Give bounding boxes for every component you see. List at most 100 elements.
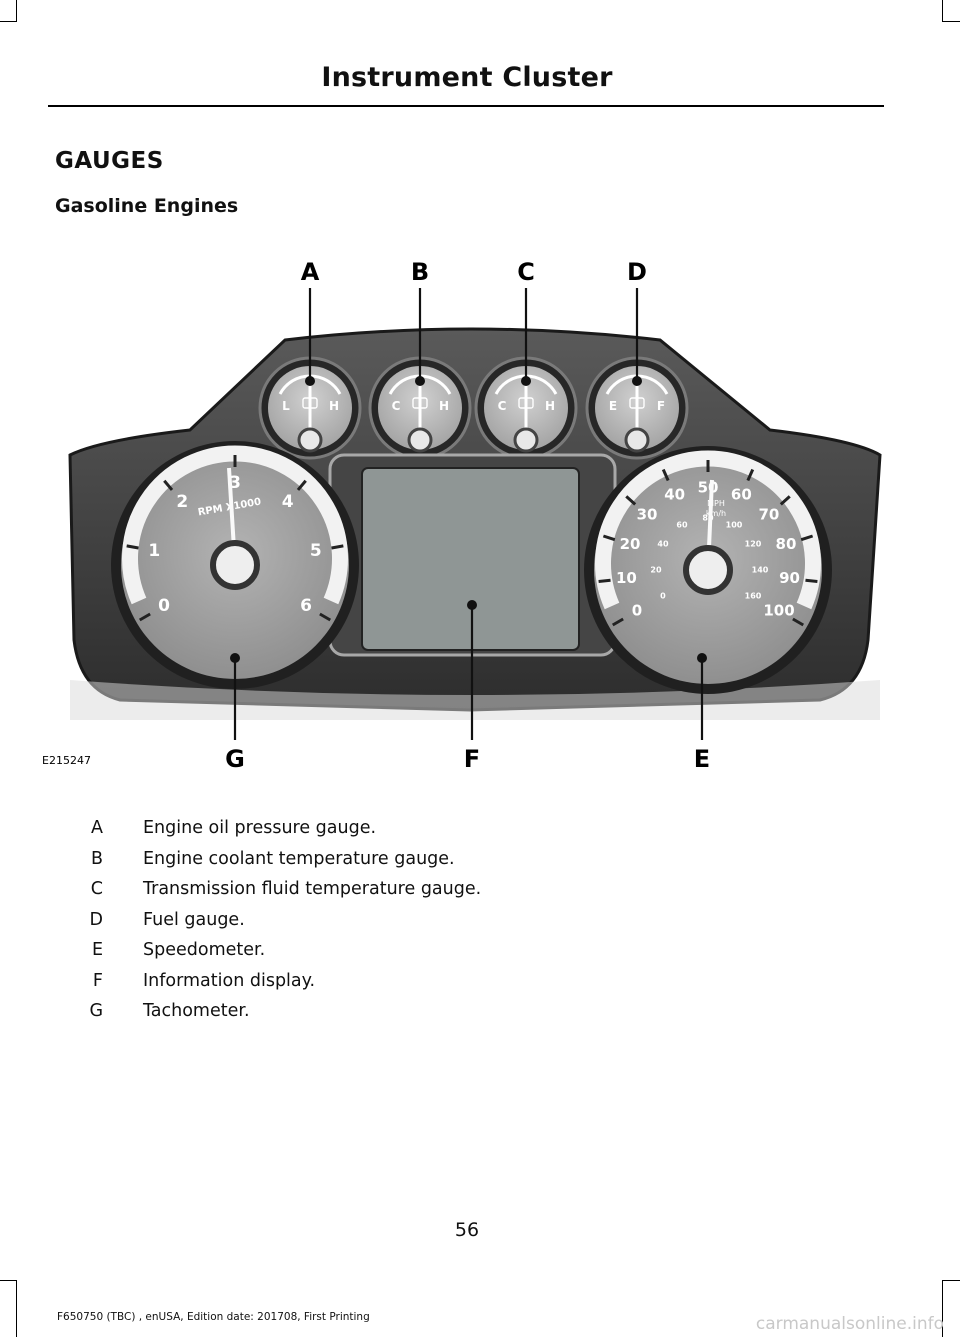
leader-dot-f bbox=[467, 600, 477, 610]
legend-description: Tachometer. bbox=[143, 1001, 250, 1021]
speedometer-mph-tick-label: 90 bbox=[779, 569, 800, 587]
speedometer-mph-tick-label: 40 bbox=[664, 486, 685, 504]
small-gauge-hub bbox=[513, 427, 539, 453]
crop-mark bbox=[942, 1280, 943, 1337]
speedometer-hub bbox=[683, 545, 733, 595]
callout-f: F bbox=[464, 745, 480, 773]
cluster-shadow bbox=[70, 680, 880, 720]
speedometer-tick bbox=[598, 578, 611, 583]
tachometer-tick bbox=[319, 612, 332, 622]
speedometer-mph-tick-label: 50 bbox=[698, 479, 719, 497]
speedometer-mph-tick-label: 100 bbox=[763, 602, 794, 620]
speedometer-tick bbox=[800, 534, 814, 542]
legend-description: Information display. bbox=[143, 970, 316, 991]
legend-key: B bbox=[90, 848, 103, 869]
leader-dot-c bbox=[521, 376, 531, 386]
page-header-title: Instrument Cluster bbox=[321, 62, 613, 93]
legend-key: F bbox=[92, 970, 103, 991]
tachometer-tick bbox=[138, 612, 151, 622]
small-gauge-max-label: F bbox=[657, 399, 665, 413]
leader-dot-a bbox=[305, 376, 315, 386]
section-title: GAUGES bbox=[55, 148, 164, 174]
speedometer-kmh-label: km/h bbox=[706, 509, 726, 518]
information-display bbox=[361, 467, 580, 651]
speedometer-arc bbox=[595, 450, 821, 610]
tachometer-tick-label: 6 bbox=[300, 596, 312, 616]
crop-mark bbox=[942, 1280, 960, 1281]
tachometer-tick-label: 3 bbox=[229, 473, 241, 493]
tachometer-hub bbox=[210, 540, 260, 590]
page-footer: F650750 (TBC) , enUSA, Edition date: 201… bbox=[57, 1311, 370, 1323]
small-gauge-max-label: H bbox=[439, 399, 449, 413]
legend-key: D bbox=[89, 909, 103, 930]
legend-description: Speedometer. bbox=[143, 940, 266, 960]
small-gauge-min-label: C bbox=[498, 399, 507, 413]
crop-mark bbox=[942, 21, 960, 22]
crop-mark bbox=[0, 21, 17, 22]
leader-dot-g bbox=[230, 653, 240, 663]
small-gauge-max-label: H bbox=[329, 399, 339, 413]
speedometer-tick bbox=[602, 534, 616, 542]
speedometer-kmh-tick-label: 0 bbox=[660, 592, 666, 601]
small-gauge-max-label: H bbox=[545, 399, 555, 413]
speedometer-mph-tick-label: 70 bbox=[759, 506, 780, 524]
tachometer-tick bbox=[331, 544, 344, 550]
figure-legend: A Engine oil pressure gauge. B Engine co… bbox=[55, 818, 755, 1032]
callout-c: C bbox=[517, 258, 535, 286]
callout-g: G bbox=[225, 745, 245, 773]
callout-a: A bbox=[301, 258, 320, 286]
speedometer-tick bbox=[792, 617, 805, 627]
speedometer-tick bbox=[625, 495, 637, 506]
legend-description: Fuel gauge. bbox=[143, 909, 245, 930]
tachometer-tick-label: 2 bbox=[176, 492, 188, 512]
watermark: carmanualsonline.info bbox=[755, 1314, 944, 1334]
speedometer-tick bbox=[779, 495, 791, 506]
legend-key: C bbox=[90, 879, 103, 899]
speedometer-kmh-tick-label: 120 bbox=[745, 540, 762, 549]
legend-item: E Speedometer. bbox=[55, 940, 755, 971]
header-divider bbox=[48, 105, 884, 107]
crop-mark bbox=[16, 0, 17, 22]
subsection-title: Gasoline Engines bbox=[55, 195, 239, 217]
speedometer-mph-tick-label: 80 bbox=[776, 535, 797, 553]
tachometer-tick-label: 1 bbox=[148, 541, 160, 561]
leader-dot-d bbox=[632, 376, 642, 386]
crop-mark bbox=[16, 1280, 17, 1337]
crop-mark bbox=[942, 0, 943, 22]
leader-dot-e bbox=[697, 653, 707, 663]
legend-key: E bbox=[91, 940, 103, 960]
speedometer-kmh-tick-label: 100 bbox=[726, 520, 743, 529]
speedometer-kmh-tick-label: 60 bbox=[676, 520, 688, 529]
speedometer-tick bbox=[611, 617, 624, 627]
tachometer-tick bbox=[163, 479, 174, 491]
legend-item: A Engine oil pressure gauge. bbox=[55, 818, 755, 849]
legend-key: G bbox=[89, 1001, 103, 1021]
speedometer-kmh-tick-label: 80 bbox=[702, 514, 714, 523]
legend-description: Engine coolant temperature gauge. bbox=[143, 848, 455, 869]
speedometer-mph-tick-label: 30 bbox=[637, 506, 658, 524]
legend-item: C Transmission fluid temperature gauge. bbox=[55, 879, 755, 910]
speedometer-mph-tick-label: 10 bbox=[616, 569, 637, 587]
legend-key: A bbox=[91, 818, 103, 838]
tachometer-tick bbox=[296, 479, 307, 491]
callout-d: D bbox=[627, 258, 647, 286]
small-gauge-hub bbox=[297, 427, 323, 453]
speedometer-mph-tick-label: 60 bbox=[731, 486, 752, 504]
tachometer-tick-label: 4 bbox=[282, 492, 294, 512]
page-number: 56 bbox=[454, 1219, 480, 1241]
legend-item: F Information display. bbox=[55, 971, 755, 1002]
small-gauge-min-label: L bbox=[282, 399, 290, 413]
tachometer-tick-label: 0 bbox=[158, 596, 170, 616]
speedometer-tick bbox=[661, 468, 670, 482]
speedometer-mph-tick-label: 0 bbox=[632, 602, 642, 620]
speedometer-mph-label: MPH bbox=[707, 499, 725, 508]
tachometer-arc bbox=[122, 445, 348, 605]
tachometer-tick bbox=[126, 544, 139, 550]
legend-description: Transmission fluid temperature gauge. bbox=[143, 879, 482, 899]
figure-code: E215247 bbox=[42, 754, 91, 767]
